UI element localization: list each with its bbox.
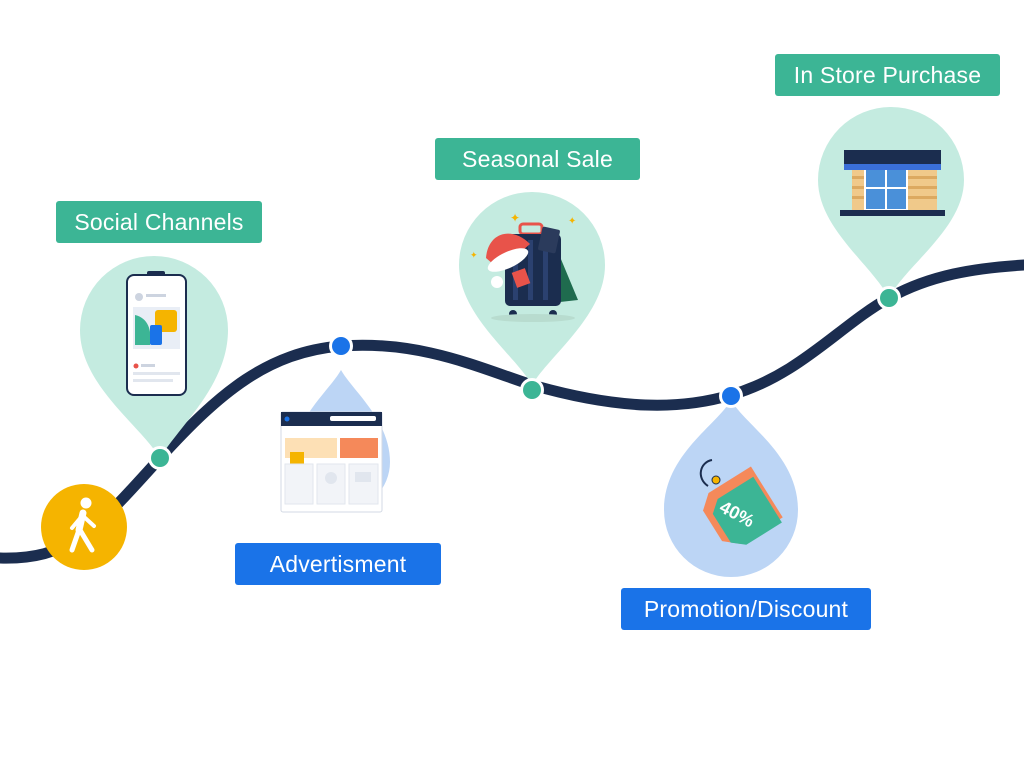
svg-text:✦: ✦ <box>510 211 520 225</box>
svg-text:✦: ✦ <box>470 251 478 261</box>
step-label-in-store-purchase: In Store Purchase <box>775 54 1000 96</box>
svg-text:✦: ✦ <box>568 216 576 227</box>
journey-node-in-store-purchase <box>877 286 901 310</box>
walking-person-icon <box>69 497 96 553</box>
journey-start <box>41 484 127 570</box>
step-label-social-channels: Social Channels <box>56 201 262 243</box>
step-label-advertisement: Advertisment <box>235 543 441 585</box>
storefront-icon <box>840 150 945 216</box>
step-label-seasonal-sale: Seasonal Sale <box>435 138 640 180</box>
journey-node-seasonal-sale <box>520 378 544 402</box>
journey-node-promotion-discount <box>719 384 743 408</box>
browser-ad-icon <box>280 411 383 513</box>
journey-node-social-channels <box>148 446 172 470</box>
suitcase-icon: ✦ ✦ ✦ <box>470 211 578 322</box>
journey-node-advertisement <box>329 334 353 358</box>
step-label-promotion-discount: Promotion/Discount <box>621 588 871 630</box>
price-tag-icon: 40% <box>699 459 783 545</box>
smartphone-icon <box>126 271 187 396</box>
